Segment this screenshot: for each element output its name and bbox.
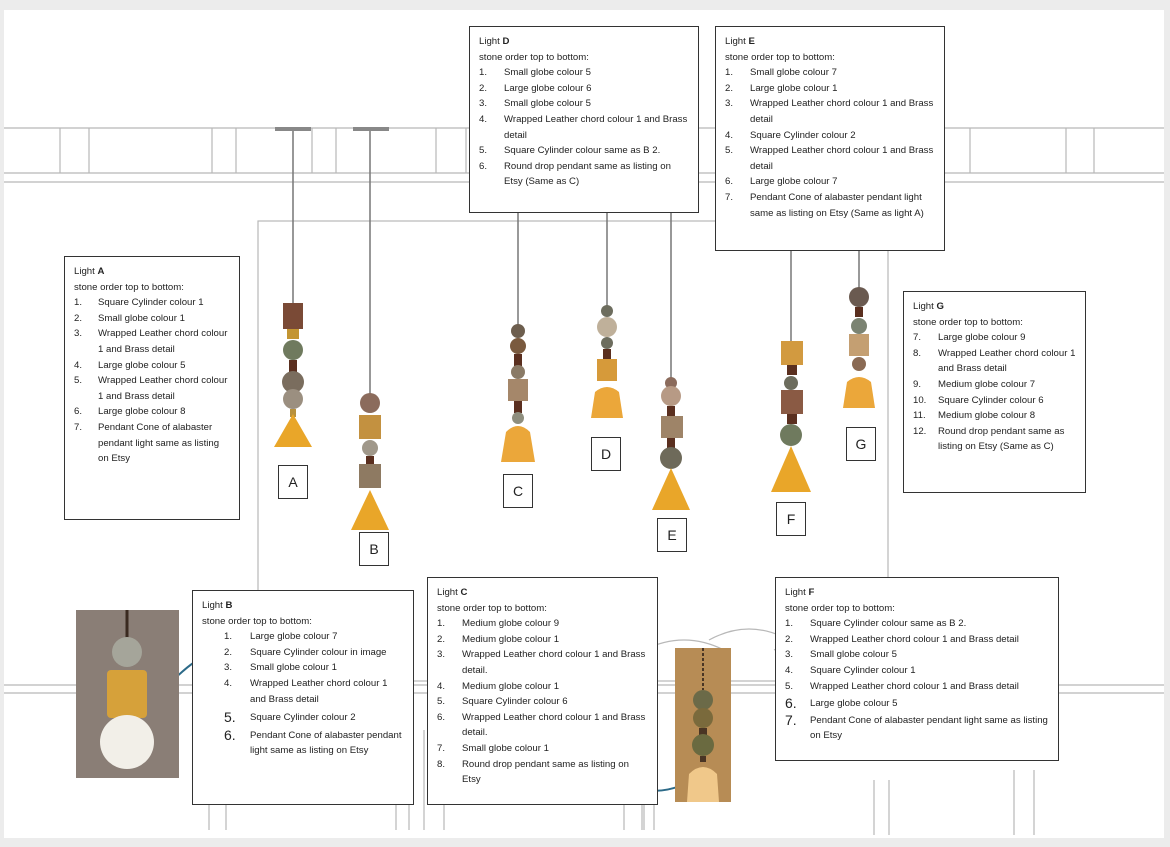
light-f-box: Light F stone order top to bottom: 1.Squ… — [775, 577, 1059, 761]
list-item: 8.Round drop pendant same as listing on … — [437, 758, 629, 786]
list-item: 9.Medium globe colour 7 — [913, 378, 1036, 390]
light-b-list: 1.Large globe colour 7 2.Square Cylinder… — [202, 629, 405, 759]
tag-c: C — [503, 474, 533, 508]
light-c-title: Light C — [437, 587, 468, 598]
list-item: 5.Wrapped Leather chord colour 1 and Bra… — [74, 375, 228, 402]
list-item: 1.Medium globe colour 9 — [437, 618, 560, 630]
light-a-subtitle: stone order top to bottom: — [74, 281, 184, 293]
light-g-box: Light G stone order top to bottom: 7.Lar… — [903, 291, 1086, 493]
list-item: 4.Medium globe colour 1 — [437, 680, 560, 692]
list-item: 1.Large globe colour 7 — [224, 631, 338, 643]
list-item: 3.Small globe colour 5 — [785, 649, 897, 661]
list-item: 1.Square Cylinder colour 1 — [74, 297, 204, 309]
light-f-subtitle: stone order top to bottom: — [785, 602, 895, 614]
list-item: 3.Wrapped Leather chord colour 1 and Bra… — [725, 98, 934, 125]
list-item: 2.Wrapped Leather chord colour 1 and Bra… — [785, 633, 1019, 645]
list-item: 2.Small globe colour 1 — [74, 312, 185, 324]
list-item: 4.Square Cylinder colour 1 — [785, 664, 916, 676]
pendant-d — [591, 210, 623, 418]
light-c-box: Light C stone order top to bottom: 1.Med… — [427, 577, 658, 805]
pendant-a — [274, 131, 312, 447]
list-item: 4.Large globe colour 5 — [74, 359, 186, 371]
light-e-title: Light E — [725, 36, 755, 47]
pendant-e — [652, 210, 690, 510]
list-item: 3.Small globe colour 5 — [479, 98, 591, 110]
list-item: 6.Pendant Cone of alabaster pendant ligh… — [224, 726, 402, 757]
reference-photo-c — [675, 648, 731, 802]
tag-g: G — [846, 427, 876, 461]
list-item: 5.Square Cylinder colour same as B 2. — [479, 145, 661, 157]
tag-b: B — [359, 532, 389, 566]
tag-f: F — [776, 502, 806, 536]
list-item: 6.Wrapped Leather chord colour 1 and Bra… — [437, 711, 646, 739]
list-item: 5.Wrapped Leather chord colour 1 and Bra… — [725, 145, 934, 172]
light-b-title: Light B — [202, 600, 233, 611]
light-g-title: Light G — [913, 301, 944, 312]
list-item: 3.Wrapped Leather chord colour 1 and Bra… — [74, 328, 228, 355]
list-item: 3.Wrapped Leather chord colour 1 and Bra… — [437, 649, 646, 676]
list-item: 10.Square Cylinder colour 6 — [913, 394, 1044, 406]
list-item: 5.Square Cylinder colour 6 — [437, 696, 568, 708]
light-e-box: Light E stone order top to bottom: 1.Sma… — [715, 26, 945, 251]
list-item: 5.Square Cylinder colour 2 — [224, 709, 356, 726]
list-item: 3.Small globe colour 1 — [224, 662, 337, 674]
light-c-list: 1.Medium globe colour 9 2.Medium globe c… — [437, 616, 649, 788]
reference-photo-b — [76, 610, 179, 778]
light-a-box: Light A stone order top to bottom: 1.Squ… — [64, 256, 240, 520]
list-item: 2.Large globe colour 1 — [725, 82, 838, 94]
pendant-f — [771, 250, 811, 492]
tag-e: E — [657, 518, 687, 552]
list-item: 1.Small globe colour 5 — [479, 67, 591, 79]
list-item: 7.Pendant Cone of alabaster pendant ligh… — [725, 191, 924, 219]
list-item: 4.Wrapped Leather chord colour 1 and Bra… — [479, 113, 688, 141]
light-d-title: Light D — [479, 36, 510, 47]
list-item: 6.Round drop pendant same as listing on … — [479, 160, 671, 188]
light-g-list: 7.Large globe colour 9 8.Wrapped Leather… — [913, 330, 1077, 455]
list-item: 5.Wrapped Leather chord colour 1 and Bra… — [785, 680, 1019, 692]
list-item: 8.Wrapped Leather chord colour 1 and Bra… — [913, 347, 1076, 375]
list-item: 6.Large globe colour 5 — [785, 695, 898, 712]
list-item: 4.Square Cylinder colour 2 — [725, 129, 856, 141]
pendant-b — [351, 131, 389, 530]
light-e-list: 1.Small globe colour 7 2.Large globe col… — [725, 65, 936, 221]
list-item: 12.Round drop pendant same as listing on… — [913, 425, 1065, 453]
pendant-g — [843, 250, 875, 408]
list-item: 2.Large globe colour 6 — [479, 82, 592, 94]
list-item: 7.Large globe colour 9 — [913, 332, 1026, 344]
list-item: 1.Small globe colour 7 — [725, 67, 837, 79]
light-d-list: 1.Small globe colour 5 2.Large globe col… — [479, 65, 690, 190]
light-c-subtitle: stone order top to bottom: — [437, 602, 547, 614]
list-item: 6.Large globe colour 8 — [74, 406, 186, 418]
pendant-c — [501, 210, 535, 462]
list-item: 2.Square Cylinder colour in image — [224, 646, 387, 658]
light-g-subtitle: stone order top to bottom: — [913, 316, 1023, 328]
tag-a: A — [278, 465, 308, 499]
list-item: 6.Large globe colour 7 — [725, 176, 838, 188]
tag-d: D — [591, 437, 621, 471]
list-item: 7.Small globe colour 1 — [437, 742, 549, 754]
light-f-list: 1.Square Cylinder colour same as B 2. 2.… — [785, 616, 1050, 744]
design-sheet: Light A stone order top to bottom: 1.Squ… — [4, 10, 1164, 838]
light-b-box: Light B stone order top to bottom: 1.Lar… — [192, 590, 414, 805]
light-a-list: 1.Square Cylinder colour 1 2.Small globe… — [74, 295, 231, 467]
light-f-title: Light F — [785, 587, 815, 598]
list-item: 7.Pendant Cone of alabaster pendant ligh… — [785, 711, 1048, 742]
light-e-subtitle: stone order top to bottom: — [725, 51, 835, 63]
light-b-subtitle: stone order top to bottom: — [202, 615, 312, 627]
light-d-subtitle: stone order top to bottom: — [479, 51, 589, 63]
list-item: 7.Pendant Cone of alabaster pendant ligh… — [74, 421, 220, 465]
list-item: 11.Medium globe colour 8 — [913, 410, 1036, 422]
light-a-title: Light A — [74, 266, 105, 277]
list-item: 2.Medium globe colour 1 — [437, 633, 560, 645]
list-item: 1.Square Cylinder colour same as B 2. — [785, 618, 967, 630]
light-d-box: Light D stone order top to bottom: 1.Sma… — [469, 26, 699, 213]
list-item: 4.Wrapped Leather chord colour 1 and Bra… — [224, 677, 388, 705]
